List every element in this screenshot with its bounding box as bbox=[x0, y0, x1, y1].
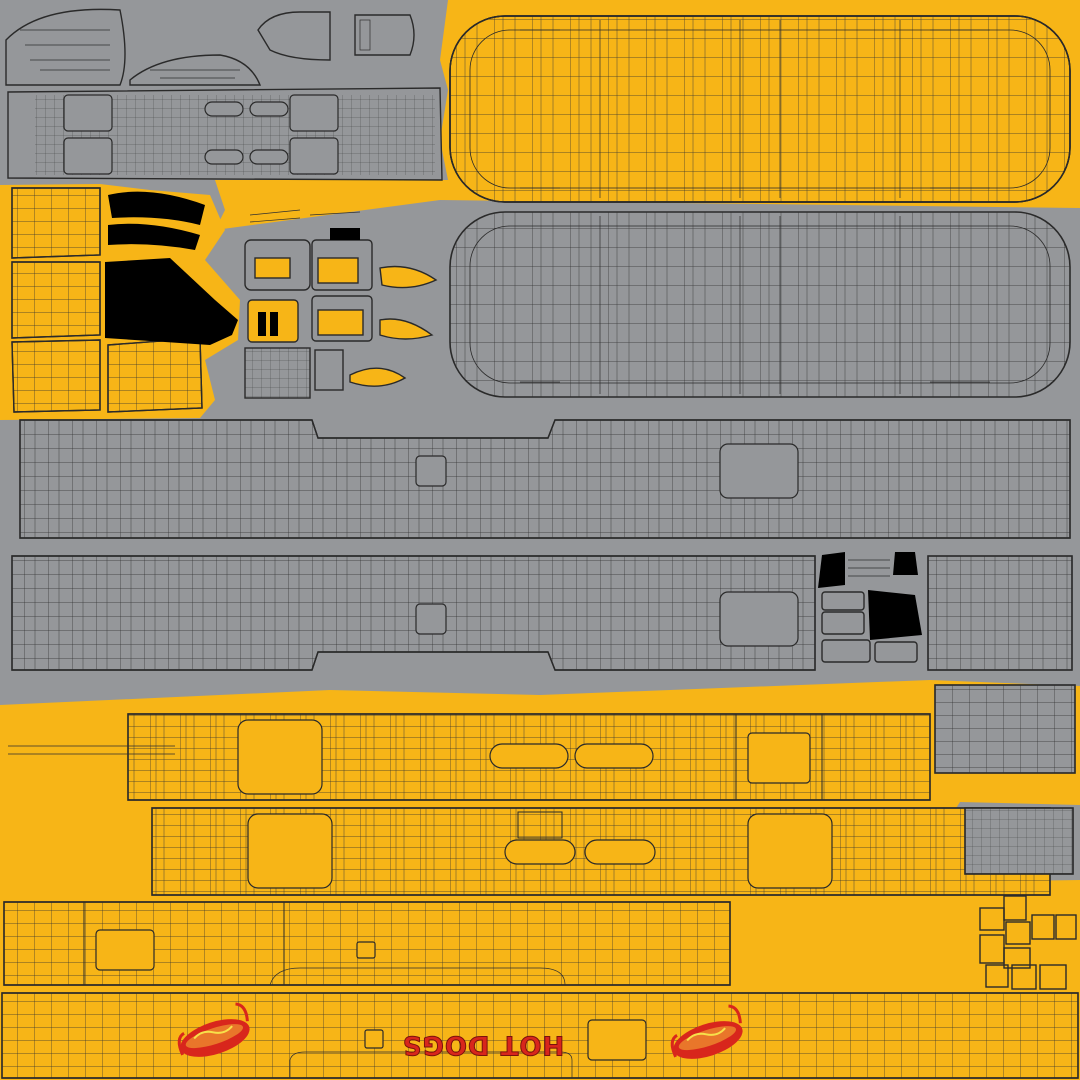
top-left-parts bbox=[5, 8, 415, 86]
body-panel-yellow-3 bbox=[3, 901, 731, 986]
roof-panel-gray bbox=[449, 211, 1071, 398]
interior-details bbox=[244, 209, 438, 399]
hotdog-logo-right bbox=[670, 1004, 743, 1059]
hotdog-logo-left bbox=[177, 1002, 250, 1057]
side-panel-gray-1 bbox=[19, 419, 1071, 539]
small-panels-right bbox=[934, 684, 1077, 990]
roof-panel-yellow bbox=[449, 15, 1071, 203]
dash-details bbox=[818, 552, 922, 663]
body-panel-yellow-1 bbox=[8, 713, 931, 801]
side-panel-gray-2 bbox=[11, 555, 1073, 671]
body-panel-yellow-2 bbox=[151, 807, 1051, 896]
cab-panels bbox=[11, 187, 238, 413]
hot-dogs-sign: HOT DOGS bbox=[401, 1029, 564, 1060]
sign-panel bbox=[1, 992, 1079, 1079]
sign-text: HOT DOGS bbox=[402, 1030, 564, 1060]
chassis-top-island bbox=[7, 87, 443, 181]
